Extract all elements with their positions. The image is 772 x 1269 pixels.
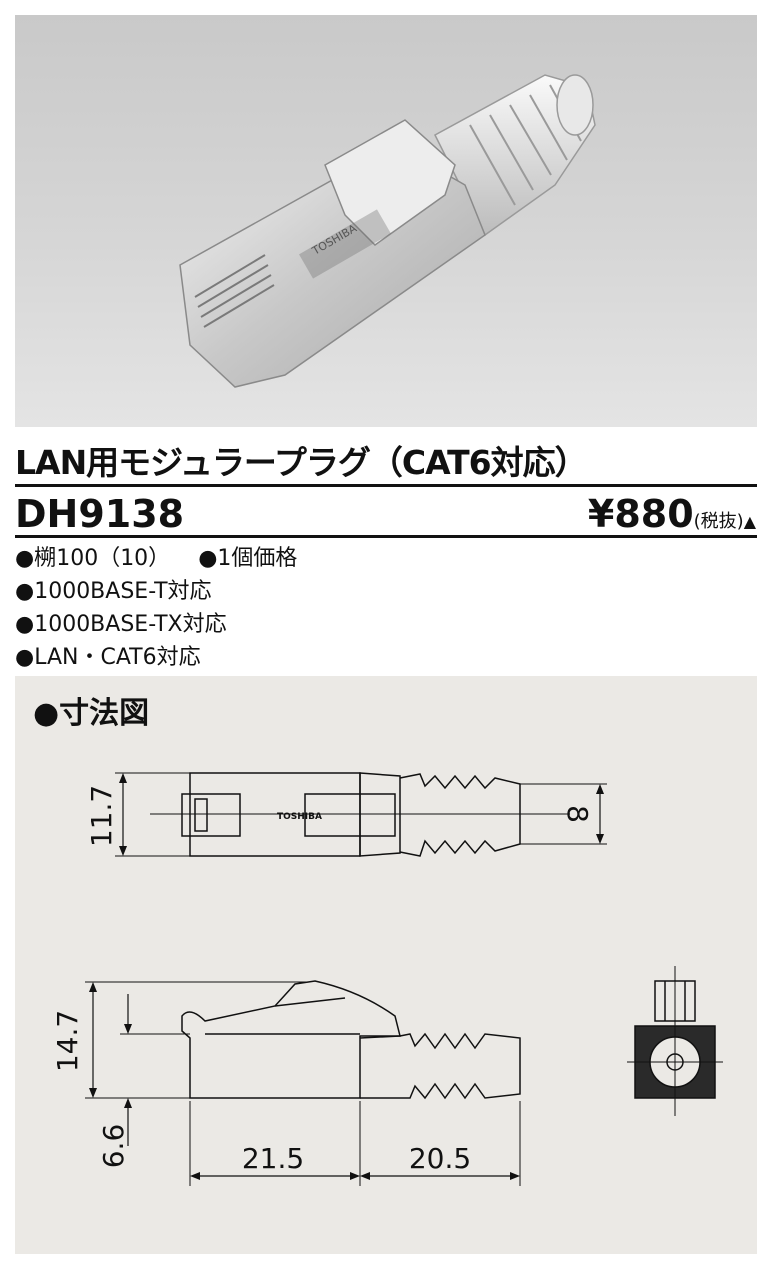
spec-item: ●1000BASE-T対応 — [15, 579, 212, 604]
spec-row: ●1000BASE-T対応 — [15, 575, 325, 608]
product-photo: TOSHIBA — [15, 15, 757, 427]
tax-note: (税抜) — [693, 511, 744, 532]
dim-height-top: 11.7 — [85, 785, 118, 847]
side-view-body — [181, 980, 401, 1099]
price-block: ¥880(税抜)▲ — [588, 492, 756, 536]
divider — [15, 484, 757, 487]
spec-row: ●1000BASE-TX対応 — [15, 608, 325, 641]
divider — [15, 535, 757, 538]
product-title: LAN用モジュラープラグ（CAT6対応） — [15, 443, 588, 482]
modular-plug-photo: TOSHIBA — [179, 74, 596, 388]
dim-height-side: 14.7 — [51, 1010, 84, 1072]
dimension-drawing: TOSHIBA 11.7 8 14.7 6.6 21.5 20.5 — [51, 772, 723, 1186]
spec-list: ●㮶100（10） ●1個価格 ●1000BASE-T対応 ●1000BASE-T… — [15, 542, 325, 674]
spec-item: ●1000BASE-TX対応 — [15, 612, 227, 637]
price-marker: ▲ — [743, 512, 756, 531]
product-code: DH9138 — [15, 492, 185, 536]
dim-boot-length: 20.5 — [409, 1142, 471, 1175]
spec-row: ●㮶100（10） ●1個価格 — [15, 542, 325, 575]
dimension-heading: ●寸法図 — [33, 696, 150, 731]
price-value: ¥880 — [587, 492, 694, 536]
spec-item: ●LAN・CAT6対応 — [15, 645, 201, 670]
dim-boot-dia: 8 — [561, 805, 594, 823]
dimension-panel: ●寸法図 — [15, 676, 757, 1254]
dim-offset: 6.6 — [97, 1124, 130, 1169]
spec-row: ●LAN・CAT6対応 — [15, 641, 325, 674]
dim-body-length: 21.5 — [242, 1142, 304, 1175]
spec-item: ●1個価格 — [198, 546, 298, 571]
spec-item: ●㮶100（10） — [15, 546, 171, 571]
plug-label: TOSHIBA — [277, 812, 322, 822]
